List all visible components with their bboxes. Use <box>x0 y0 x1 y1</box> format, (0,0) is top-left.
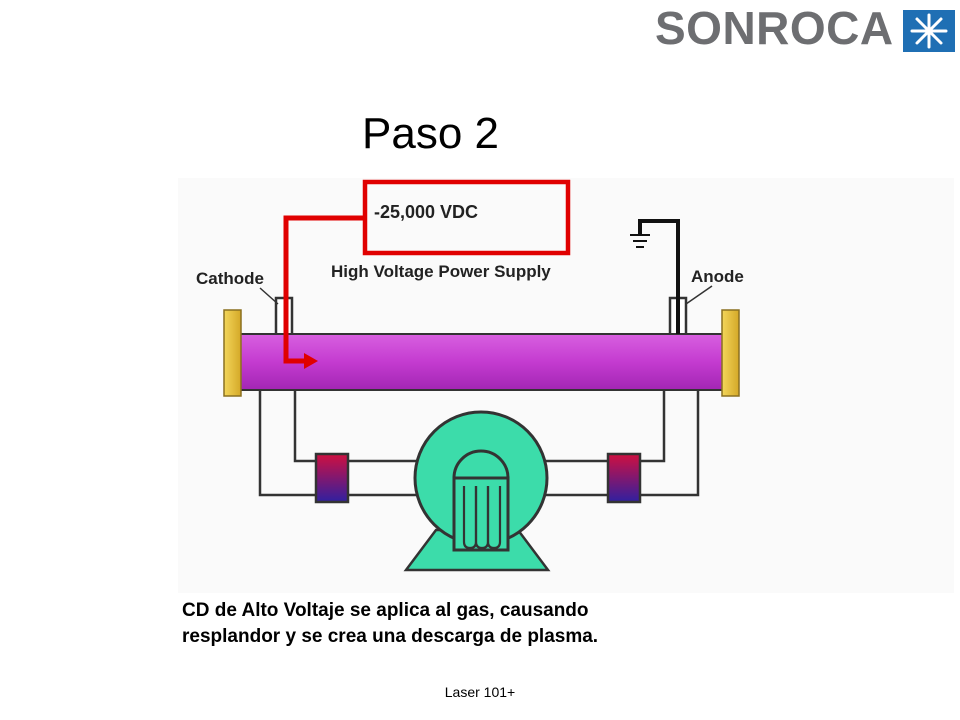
caption-line-1: CD de Alto Voltaje se aplica al gas, cau… <box>182 600 589 621</box>
sonroca-logo: SONROCA <box>655 2 955 54</box>
slide-title: Paso 2 <box>362 109 499 158</box>
caption-line-2: resplandor y se crea una descarga de pla… <box>182 626 599 647</box>
ground-wire <box>638 219 680 334</box>
anode-label: Anode <box>691 267 744 286</box>
footer-text: Laser 101+ <box>444 684 516 700</box>
pump-fins <box>462 486 502 550</box>
right-mirror <box>721 309 740 397</box>
left-mirror <box>223 309 242 397</box>
logo-text: SONROCA <box>655 2 894 54</box>
cathode-label: Cathode <box>196 269 264 288</box>
laser-tube-diagram: -25,000 VDC High Voltage Power Supply Ca… <box>178 178 954 593</box>
caption: CD de Alto Voltaje se aplica al gas, cau… <box>182 598 902 650</box>
current-arrow-icon <box>304 353 318 369</box>
left-coil <box>314 452 350 504</box>
right-coil <box>606 452 642 504</box>
ground-symbol-icon <box>630 234 650 248</box>
voltage-reading: -25,000 VDC <box>374 202 478 222</box>
plasma-tube <box>237 333 725 391</box>
asterisk-star-icon <box>903 10 955 52</box>
high-voltage-wire <box>283 215 365 364</box>
power-supply-label: High Voltage Power Supply <box>331 262 551 281</box>
